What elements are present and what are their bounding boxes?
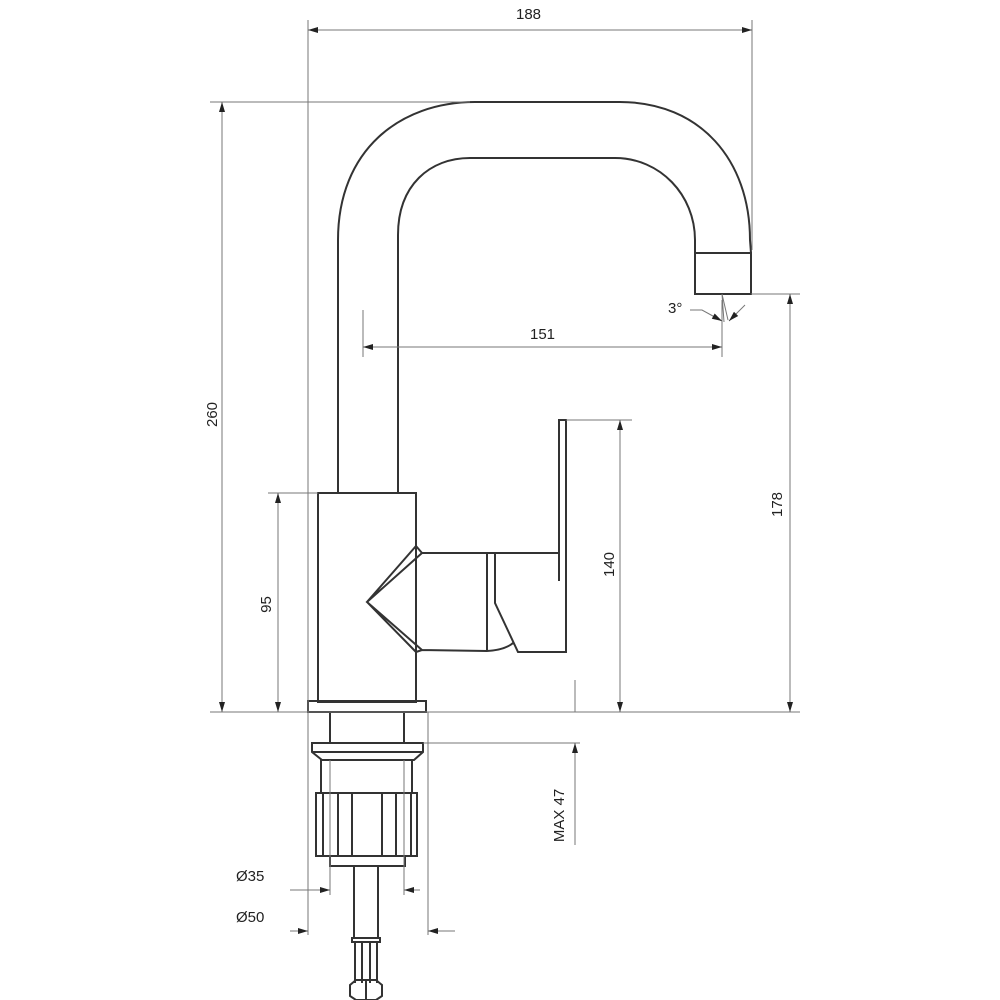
dim-140 <box>566 419 632 712</box>
supply-rod <box>353 866 379 938</box>
spout-outer <box>337 101 752 493</box>
spout-inner <box>397 157 696 493</box>
dim-178 <box>751 293 800 712</box>
mount-shank <box>329 712 405 743</box>
dim-260 <box>210 101 800 713</box>
label-178: 178 <box>769 491 787 518</box>
faucet-body <box>317 492 417 703</box>
label-140: 140 <box>601 551 619 578</box>
mount-stem <box>320 759 413 794</box>
dim-angle <box>690 293 746 323</box>
label-188: 188 <box>516 6 542 23</box>
label-max47: MAX 47 <box>551 788 569 843</box>
dim-max47 <box>423 680 580 845</box>
dim-diameters <box>290 712 455 935</box>
mount-washer <box>311 742 424 761</box>
label-260: 260 <box>204 401 222 428</box>
nut-bottom <box>329 855 406 867</box>
nut-ribs <box>322 793 412 856</box>
dim-188 <box>307 20 753 712</box>
cartridge <box>365 419 567 653</box>
mount-nut <box>315 792 418 857</box>
label-d35: Ø35 <box>236 868 265 885</box>
label-d50: Ø50 <box>236 909 265 926</box>
label-151: 151 <box>530 326 556 343</box>
spout-tip <box>694 252 752 295</box>
dim-151 <box>362 300 723 357</box>
dim-95 <box>268 492 318 712</box>
label-angle: 3° <box>668 300 683 317</box>
hose-fitting <box>349 937 383 1000</box>
label-95: 95 <box>257 596 275 613</box>
